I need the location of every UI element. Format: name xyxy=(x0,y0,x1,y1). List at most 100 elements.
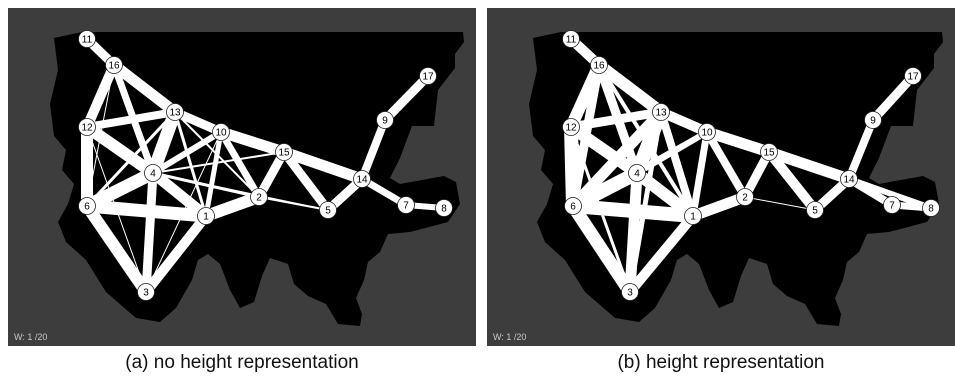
node-label: 10 xyxy=(701,128,713,139)
node-label: 2 xyxy=(742,193,748,204)
node-12: 12 xyxy=(562,118,580,136)
edge-15-14 xyxy=(763,146,855,185)
node-16: 16 xyxy=(105,56,123,74)
node-11: 11 xyxy=(562,30,580,48)
node-6: 6 xyxy=(564,197,582,215)
edge-2-1 xyxy=(687,191,751,222)
edge-10-15 xyxy=(215,126,290,158)
edge-12-6 xyxy=(564,120,580,213)
edge-13-1 xyxy=(657,108,697,220)
node-label: 15 xyxy=(278,148,290,159)
edge-15-5 xyxy=(764,147,820,215)
panel-a-caption: (a) no height representation xyxy=(125,352,359,373)
edge-2-5 xyxy=(744,196,816,211)
node-label: 4 xyxy=(150,169,156,180)
edge-16-6 xyxy=(86,64,115,207)
edge-12-13 xyxy=(566,107,666,132)
node-3: 3 xyxy=(137,283,155,301)
node-label: 10 xyxy=(215,128,227,139)
node-8: 8 xyxy=(435,199,453,217)
node-1: 1 xyxy=(684,207,702,225)
node-14: 14 xyxy=(840,170,858,188)
node-label: 16 xyxy=(593,61,605,72)
node-17: 17 xyxy=(419,67,437,85)
edge-9-17 xyxy=(868,71,918,125)
node-2: 2 xyxy=(250,188,268,206)
edge-10-15 xyxy=(701,126,775,158)
edge-6-3 xyxy=(81,200,152,298)
node-label: 3 xyxy=(143,288,149,299)
node-label: 8 xyxy=(928,204,934,215)
node-5: 5 xyxy=(319,201,337,219)
node-5: 5 xyxy=(806,201,824,219)
node-label: 6 xyxy=(570,202,576,213)
node-label: 9 xyxy=(382,116,388,127)
edge-group xyxy=(564,34,935,299)
panel-b-caption: (b) height representation xyxy=(617,352,825,373)
edge-10-2 xyxy=(703,128,749,201)
node-label: 11 xyxy=(566,35,577,46)
node-label: 17 xyxy=(422,72,434,83)
node-6: 6 xyxy=(78,197,96,215)
node-14: 14 xyxy=(353,170,371,188)
node-8: 8 xyxy=(922,199,940,217)
node-label: 2 xyxy=(256,193,262,204)
node-label: 16 xyxy=(108,61,120,72)
edge-4-5 xyxy=(152,172,329,211)
node-label: 9 xyxy=(870,116,876,127)
node-label: 11 xyxy=(82,35,93,46)
node-label: 12 xyxy=(81,123,93,134)
edge-13-6 xyxy=(85,110,177,208)
edge-13-2 xyxy=(174,111,260,198)
node-7: 7 xyxy=(883,196,901,214)
edge-4-3 xyxy=(141,168,158,297)
edge-13-4 xyxy=(146,105,182,180)
edge-14-8 xyxy=(846,176,934,211)
edge-9-17 xyxy=(380,71,433,125)
node-10: 10 xyxy=(212,123,230,141)
node-3: 3 xyxy=(621,283,639,301)
edge-16-13 xyxy=(593,59,667,118)
node-10: 10 xyxy=(698,123,716,141)
node-label: 8 xyxy=(441,204,447,215)
edge-12-13 xyxy=(83,108,179,131)
node-label: 5 xyxy=(325,206,331,217)
edge-13-3 xyxy=(627,109,664,295)
edge-14-9 xyxy=(358,116,389,183)
node-7: 7 xyxy=(397,196,415,214)
node-9: 9 xyxy=(376,111,394,129)
node-label: 14 xyxy=(356,175,368,186)
edge-6-3 xyxy=(566,199,637,299)
node-label: 14 xyxy=(843,175,855,186)
edge-16-12 xyxy=(82,60,119,132)
node-label: 4 xyxy=(634,169,640,180)
node-4: 4 xyxy=(144,164,162,182)
node-label: 13 xyxy=(655,108,667,119)
node-13: 13 xyxy=(166,103,184,121)
edge-14-9 xyxy=(845,116,877,183)
edge-12-3 xyxy=(569,125,632,294)
node-label: 3 xyxy=(627,288,633,299)
edge-10-1 xyxy=(203,129,224,219)
panel-a-weight-label: W: 1 /20 xyxy=(14,332,48,342)
node-label: 1 xyxy=(203,212,209,223)
edge-13-1 xyxy=(173,110,208,218)
edge-1-3 xyxy=(625,211,698,297)
node-16: 16 xyxy=(590,56,608,74)
edge-10-3 xyxy=(145,131,222,293)
edge-1-3 xyxy=(141,211,211,297)
node-17: 17 xyxy=(904,67,922,85)
node-label: 5 xyxy=(812,206,818,217)
node-2: 2 xyxy=(736,188,754,206)
edge-15-14 xyxy=(278,146,368,185)
node-13: 13 xyxy=(652,103,670,121)
node-12: 12 xyxy=(78,118,96,136)
node-15: 15 xyxy=(275,143,293,161)
node-label: 1 xyxy=(690,212,696,223)
edge-group xyxy=(80,34,447,298)
panel-b-weight-label: W: 1 /20 xyxy=(493,332,527,342)
